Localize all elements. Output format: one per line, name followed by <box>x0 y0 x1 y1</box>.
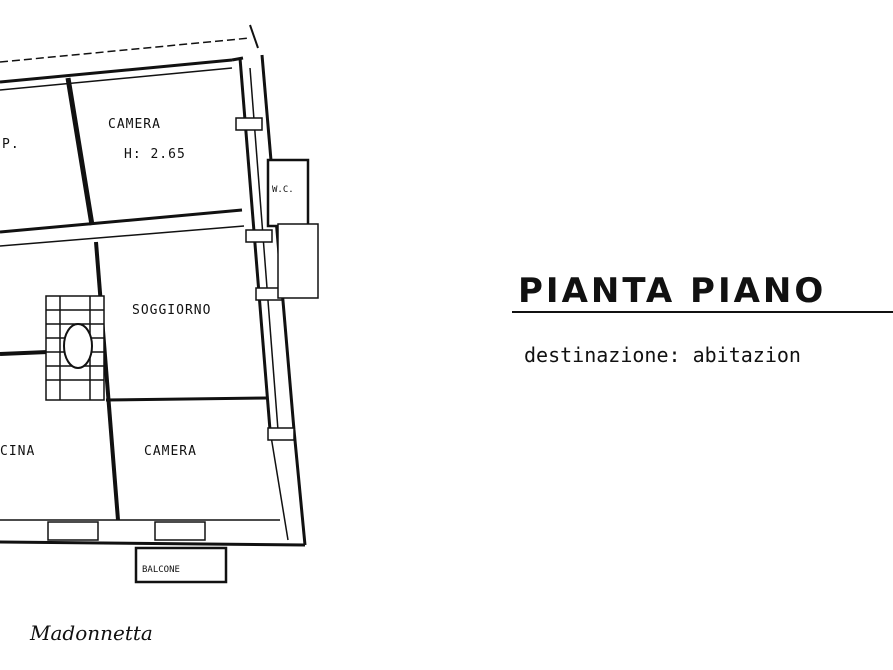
wc-annex <box>266 158 319 299</box>
wc-label: W.C. <box>272 185 294 195</box>
location-label: Madonnetta <box>29 621 153 645</box>
dashed-boundary-line <box>0 37 251 63</box>
room-label-partial-top-left: P. <box>2 137 20 152</box>
room-label-camera-bottom: CAMERA <box>144 444 197 459</box>
interior-walls <box>0 77 269 521</box>
window-marks <box>47 117 295 541</box>
balcone-label: BALCONE <box>142 565 180 575</box>
room-height-label: H: 2.65 <box>124 147 186 162</box>
plan-subtitle: destinazione: abitazion <box>524 343 801 367</box>
boundary-corner-mark <box>249 24 259 49</box>
staircase <box>45 295 105 401</box>
plan-title: PIANTA PIANO <box>518 271 826 311</box>
room-label-kitchen: CINA <box>0 444 35 459</box>
balcony <box>134 546 228 584</box>
room-label-camera-top: CAMERA <box>108 117 161 132</box>
room-label-soggiorno: SOGGIORNO <box>132 303 211 318</box>
